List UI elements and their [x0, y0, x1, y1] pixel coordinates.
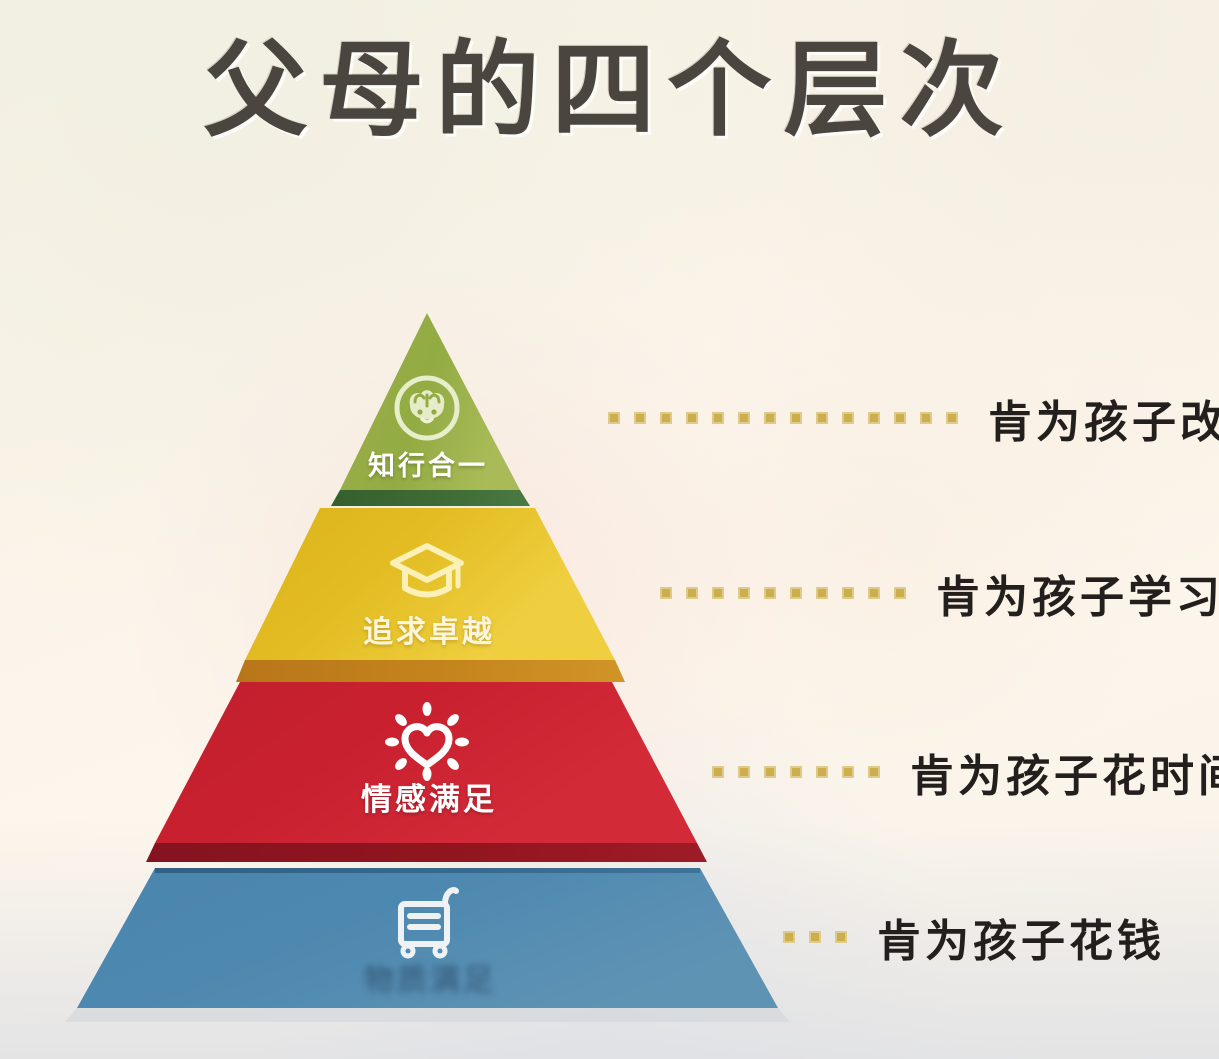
- callout-learn-label: 肯为孩子学习: [936, 572, 1219, 623]
- connector-dot: [764, 412, 776, 424]
- connector-dot: [738, 412, 750, 424]
- connector-dot: [686, 412, 698, 424]
- tier-knowledge-base: [331, 490, 530, 506]
- tier-money-ground-shadow: [65, 1008, 790, 1022]
- connector-dot: [634, 412, 646, 424]
- connector-dot: [835, 931, 847, 943]
- connector-dot: [712, 412, 724, 424]
- connector-dot: [816, 587, 828, 599]
- connector-dot: [790, 766, 802, 778]
- connector-dot: [920, 412, 932, 424]
- connector-dot: [946, 412, 958, 424]
- connector-dot: [842, 766, 854, 778]
- connector-dot: [868, 412, 880, 424]
- dotted-connector-money: [783, 931, 861, 943]
- connector-dot: [816, 412, 828, 424]
- tier-excellence-base: [236, 660, 625, 682]
- brain-face-circle-icon: [394, 375, 460, 441]
- callout-time-label: 肯为孩子花时间: [910, 751, 1219, 802]
- tier-label-knowledge-action: 知行合一: [368, 451, 488, 482]
- connector-dot: [686, 587, 698, 599]
- connector-dot: [894, 412, 906, 424]
- connector-dot: [738, 766, 750, 778]
- tier-excellence-face: [245, 508, 615, 660]
- connector-dot: [868, 766, 880, 778]
- graduation-cap-icon: [390, 543, 464, 598]
- callout-change-label: 肯为孩子改变: [988, 397, 1219, 448]
- callout-money-label: 肯为孩子花钱: [877, 916, 1165, 967]
- dotted-connector-change: [608, 412, 972, 424]
- tier-money-face: [77, 868, 778, 1008]
- page-title: 父母的四个层次: [203, 29, 1016, 151]
- connector-dot: [842, 412, 854, 424]
- callout-learn[interactable]: 肯为孩子学习: [660, 561, 1219, 625]
- callout-change[interactable]: 肯为孩子改变: [608, 386, 1219, 450]
- tier-money-top-edge: [155, 868, 700, 873]
- connector-dot: [783, 931, 795, 943]
- connector-dot: [816, 766, 828, 778]
- connector-dot: [660, 587, 672, 599]
- callout-time[interactable]: 肯为孩子花时间: [712, 740, 1219, 804]
- connector-dot: [738, 587, 750, 599]
- connector-dot: [712, 587, 724, 599]
- connector-dot: [790, 587, 802, 599]
- connector-dot: [660, 412, 672, 424]
- pyramid-tier-money[interactable]: [65, 868, 790, 1022]
- connector-dot: [790, 412, 802, 424]
- connector-dot: [764, 766, 776, 778]
- tier-label-money: 物质满足: [364, 963, 496, 998]
- connector-dot: [842, 587, 854, 599]
- connector-dot: [809, 931, 821, 943]
- shopping-cart-icon: [398, 887, 459, 959]
- sun-heart-icon: [385, 702, 469, 781]
- tier-emotional-base: [146, 843, 707, 862]
- dotted-connector-learn: [660, 587, 920, 599]
- connector-dot: [764, 587, 776, 599]
- connector-dot: [868, 587, 880, 599]
- connector-dot: [894, 587, 906, 599]
- callout-money[interactable]: 肯为孩子花钱: [783, 905, 1165, 969]
- dotted-connector-time: [712, 766, 894, 778]
- tier-label-emotional: 情感满足: [361, 782, 497, 818]
- connector-dot: [608, 412, 620, 424]
- connector-dot: [712, 766, 724, 778]
- tier-label-excellence: 追求卓越: [363, 615, 495, 650]
- pyramid-tier-excellence[interactable]: [236, 508, 625, 682]
